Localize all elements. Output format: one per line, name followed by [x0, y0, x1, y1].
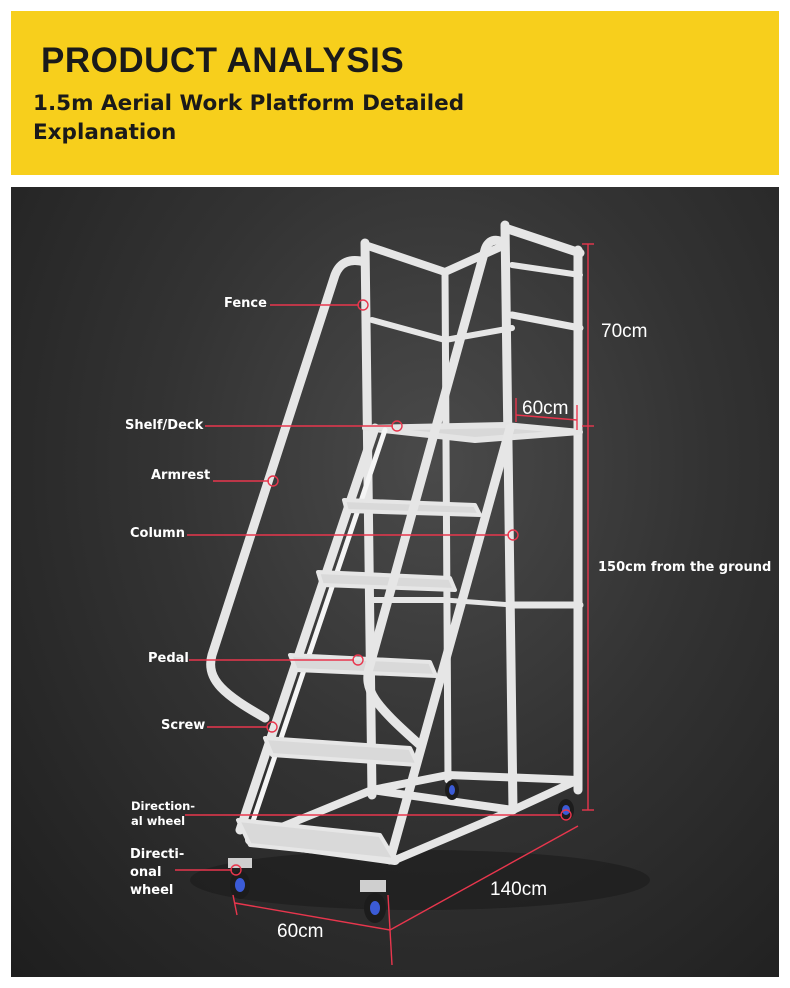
- callout-pedal: Pedal: [148, 651, 189, 666]
- ladder-frame: [206, 220, 585, 865]
- callout-fence: Fence: [224, 296, 267, 311]
- page-title: PRODUCT ANALYSIS: [41, 41, 405, 80]
- callout-directional-wheel-front: Directi- onal wheel: [130, 846, 184, 900]
- callout-shelf-deck: Shelf/Deck: [125, 418, 204, 433]
- callout-directional-wheel-front-line1: Directi-: [130, 847, 185, 862]
- wheel-front-left: [228, 858, 252, 899]
- callout-armrest: Armrest: [151, 468, 211, 483]
- dimension-lines: [232, 243, 594, 966]
- dimension-base-width: 60cm: [277, 921, 324, 942]
- callout-directional-wheel-back-line2: al wheel: [131, 814, 186, 828]
- callout-directional-wheel-back: Direction- al wheel: [131, 799, 195, 829]
- wheel-back-left: [445, 780, 459, 800]
- callout-lines: [175, 299, 572, 876]
- dimension-base-length: 140cm: [490, 879, 548, 900]
- dimension-deck-width: 60cm: [522, 398, 569, 419]
- dimension-fence-height: 70cm: [601, 321, 648, 342]
- floor-shadow: [190, 850, 650, 910]
- page-subtitle: 1.5m Aerial Work Platform Detailed Expla…: [33, 91, 465, 145]
- dimension-platform-height: 150cm from the ground: [598, 560, 772, 575]
- callout-directional-wheel-front-line2: onal: [130, 865, 162, 880]
- header-banner: PRODUCT ANALYSIS 1.5m Aerial Work Platfo…: [11, 11, 779, 175]
- wheel-front-right: [360, 880, 386, 923]
- callout-directional-wheel-back-line1: Direction-: [131, 799, 196, 813]
- callout-column: Column: [130, 526, 185, 541]
- callout-directional-wheel-front-line3: wheel: [130, 883, 174, 898]
- callout-screw: Screw: [161, 718, 206, 733]
